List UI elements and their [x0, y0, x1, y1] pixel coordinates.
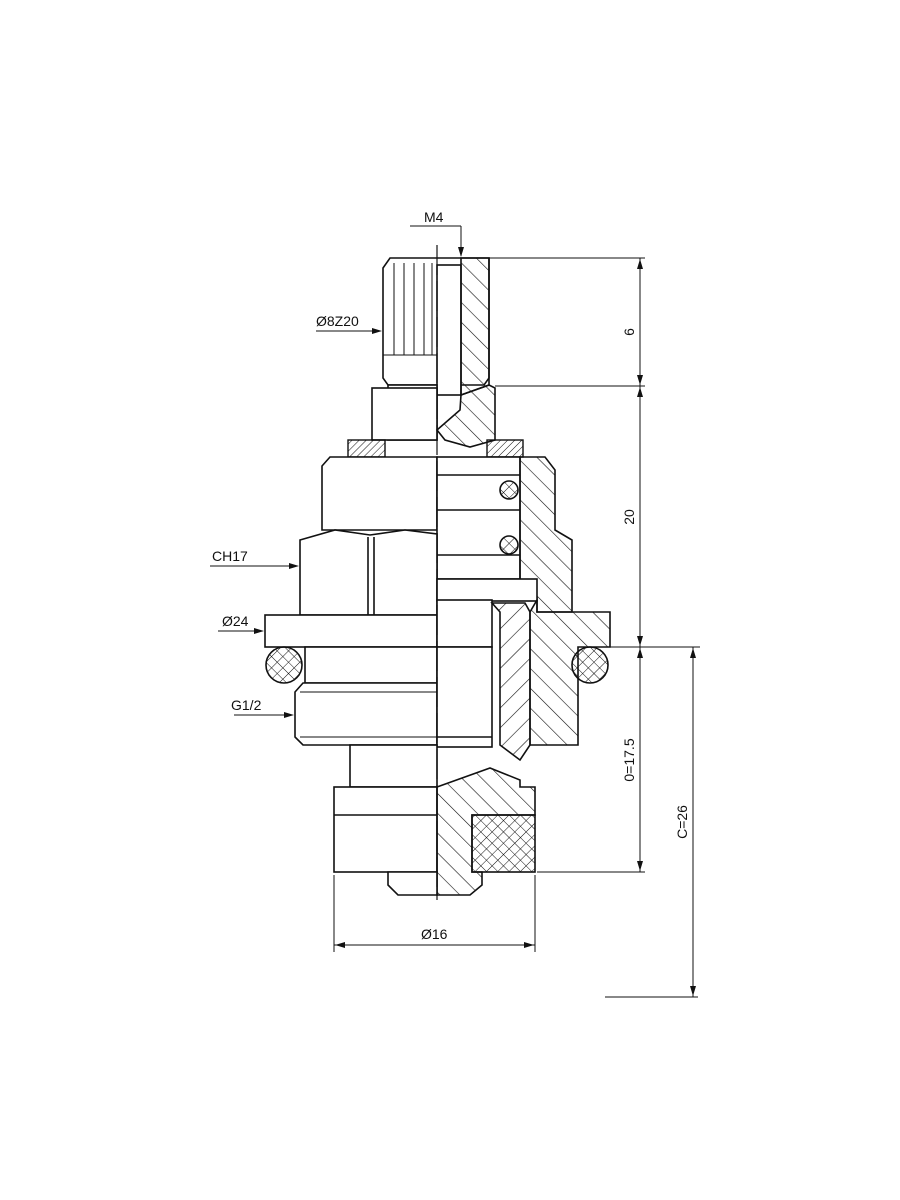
dim-lower-height: 0=17.5 [621, 738, 637, 781]
small-o-ring [499, 480, 519, 500]
stem-collar [347, 384, 524, 458]
o-ring-left [265, 646, 303, 684]
flange [264, 597, 611, 762]
label-flange: Ø24 [222, 613, 249, 629]
base-nut [333, 744, 536, 896]
label-m4: M4 [424, 209, 444, 225]
washer-left [347, 439, 386, 458]
small-o-ring [499, 535, 519, 555]
o-ring-right [571, 646, 609, 684]
label-base-diameter: Ø16 [421, 926, 448, 942]
label-hex: CH17 [212, 548, 248, 564]
dim-head-height: 6 [621, 328, 637, 336]
dimension-lines [210, 225, 700, 998]
washer-right [486, 439, 524, 458]
label-spline: Ø8Z20 [316, 313, 359, 329]
label-thread: G1/2 [231, 697, 262, 713]
seal-insert [471, 814, 536, 873]
arrowheads [254, 247, 696, 996]
upper-body [321, 456, 573, 613]
dim-body-height: 20 [621, 509, 637, 525]
hex-body [299, 529, 538, 616]
thread-section [294, 646, 493, 748]
knurled-spindle-head [382, 257, 490, 397]
dim-total-lower: C=26 [674, 805, 690, 839]
